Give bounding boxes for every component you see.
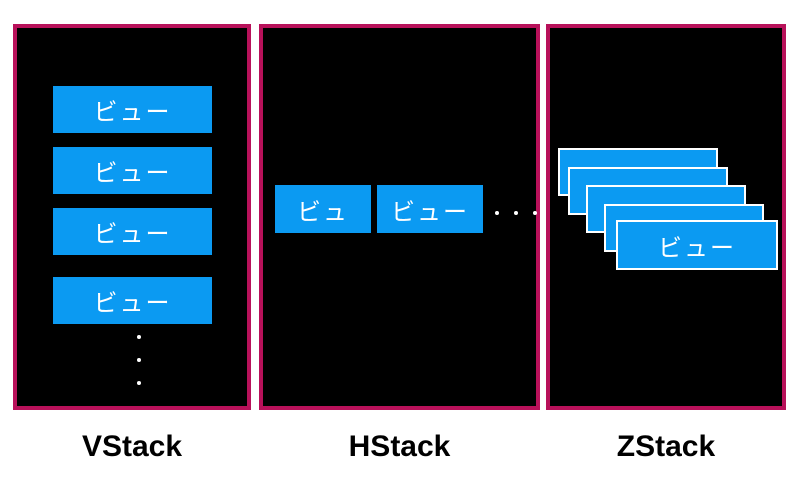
hstack-view-2: ビュー (377, 185, 483, 233)
hstack-ellipsis-horizontal (495, 209, 537, 217)
vstack-panel: ビュー ビュー ビュー ビュー (13, 24, 251, 410)
hstack-panel: ビュ ビュー (259, 24, 540, 410)
hstack-view-1: ビュ (275, 185, 371, 233)
zstack-layer-top: ビュー (616, 220, 778, 270)
hstack-label: HStack (348, 430, 451, 463)
vstack-view-2: ビュー (53, 147, 212, 194)
zstack-panel: ビュー (546, 24, 786, 410)
vstack-view-1: ビュー (53, 86, 212, 133)
vstack-label: VStack (81, 430, 183, 463)
vstack-view-3: ビュー (53, 208, 212, 255)
vstack-view-4: ビュー (53, 277, 212, 324)
vstack-ellipsis-vertical (129, 335, 149, 385)
zstack-label: ZStack (616, 430, 716, 463)
